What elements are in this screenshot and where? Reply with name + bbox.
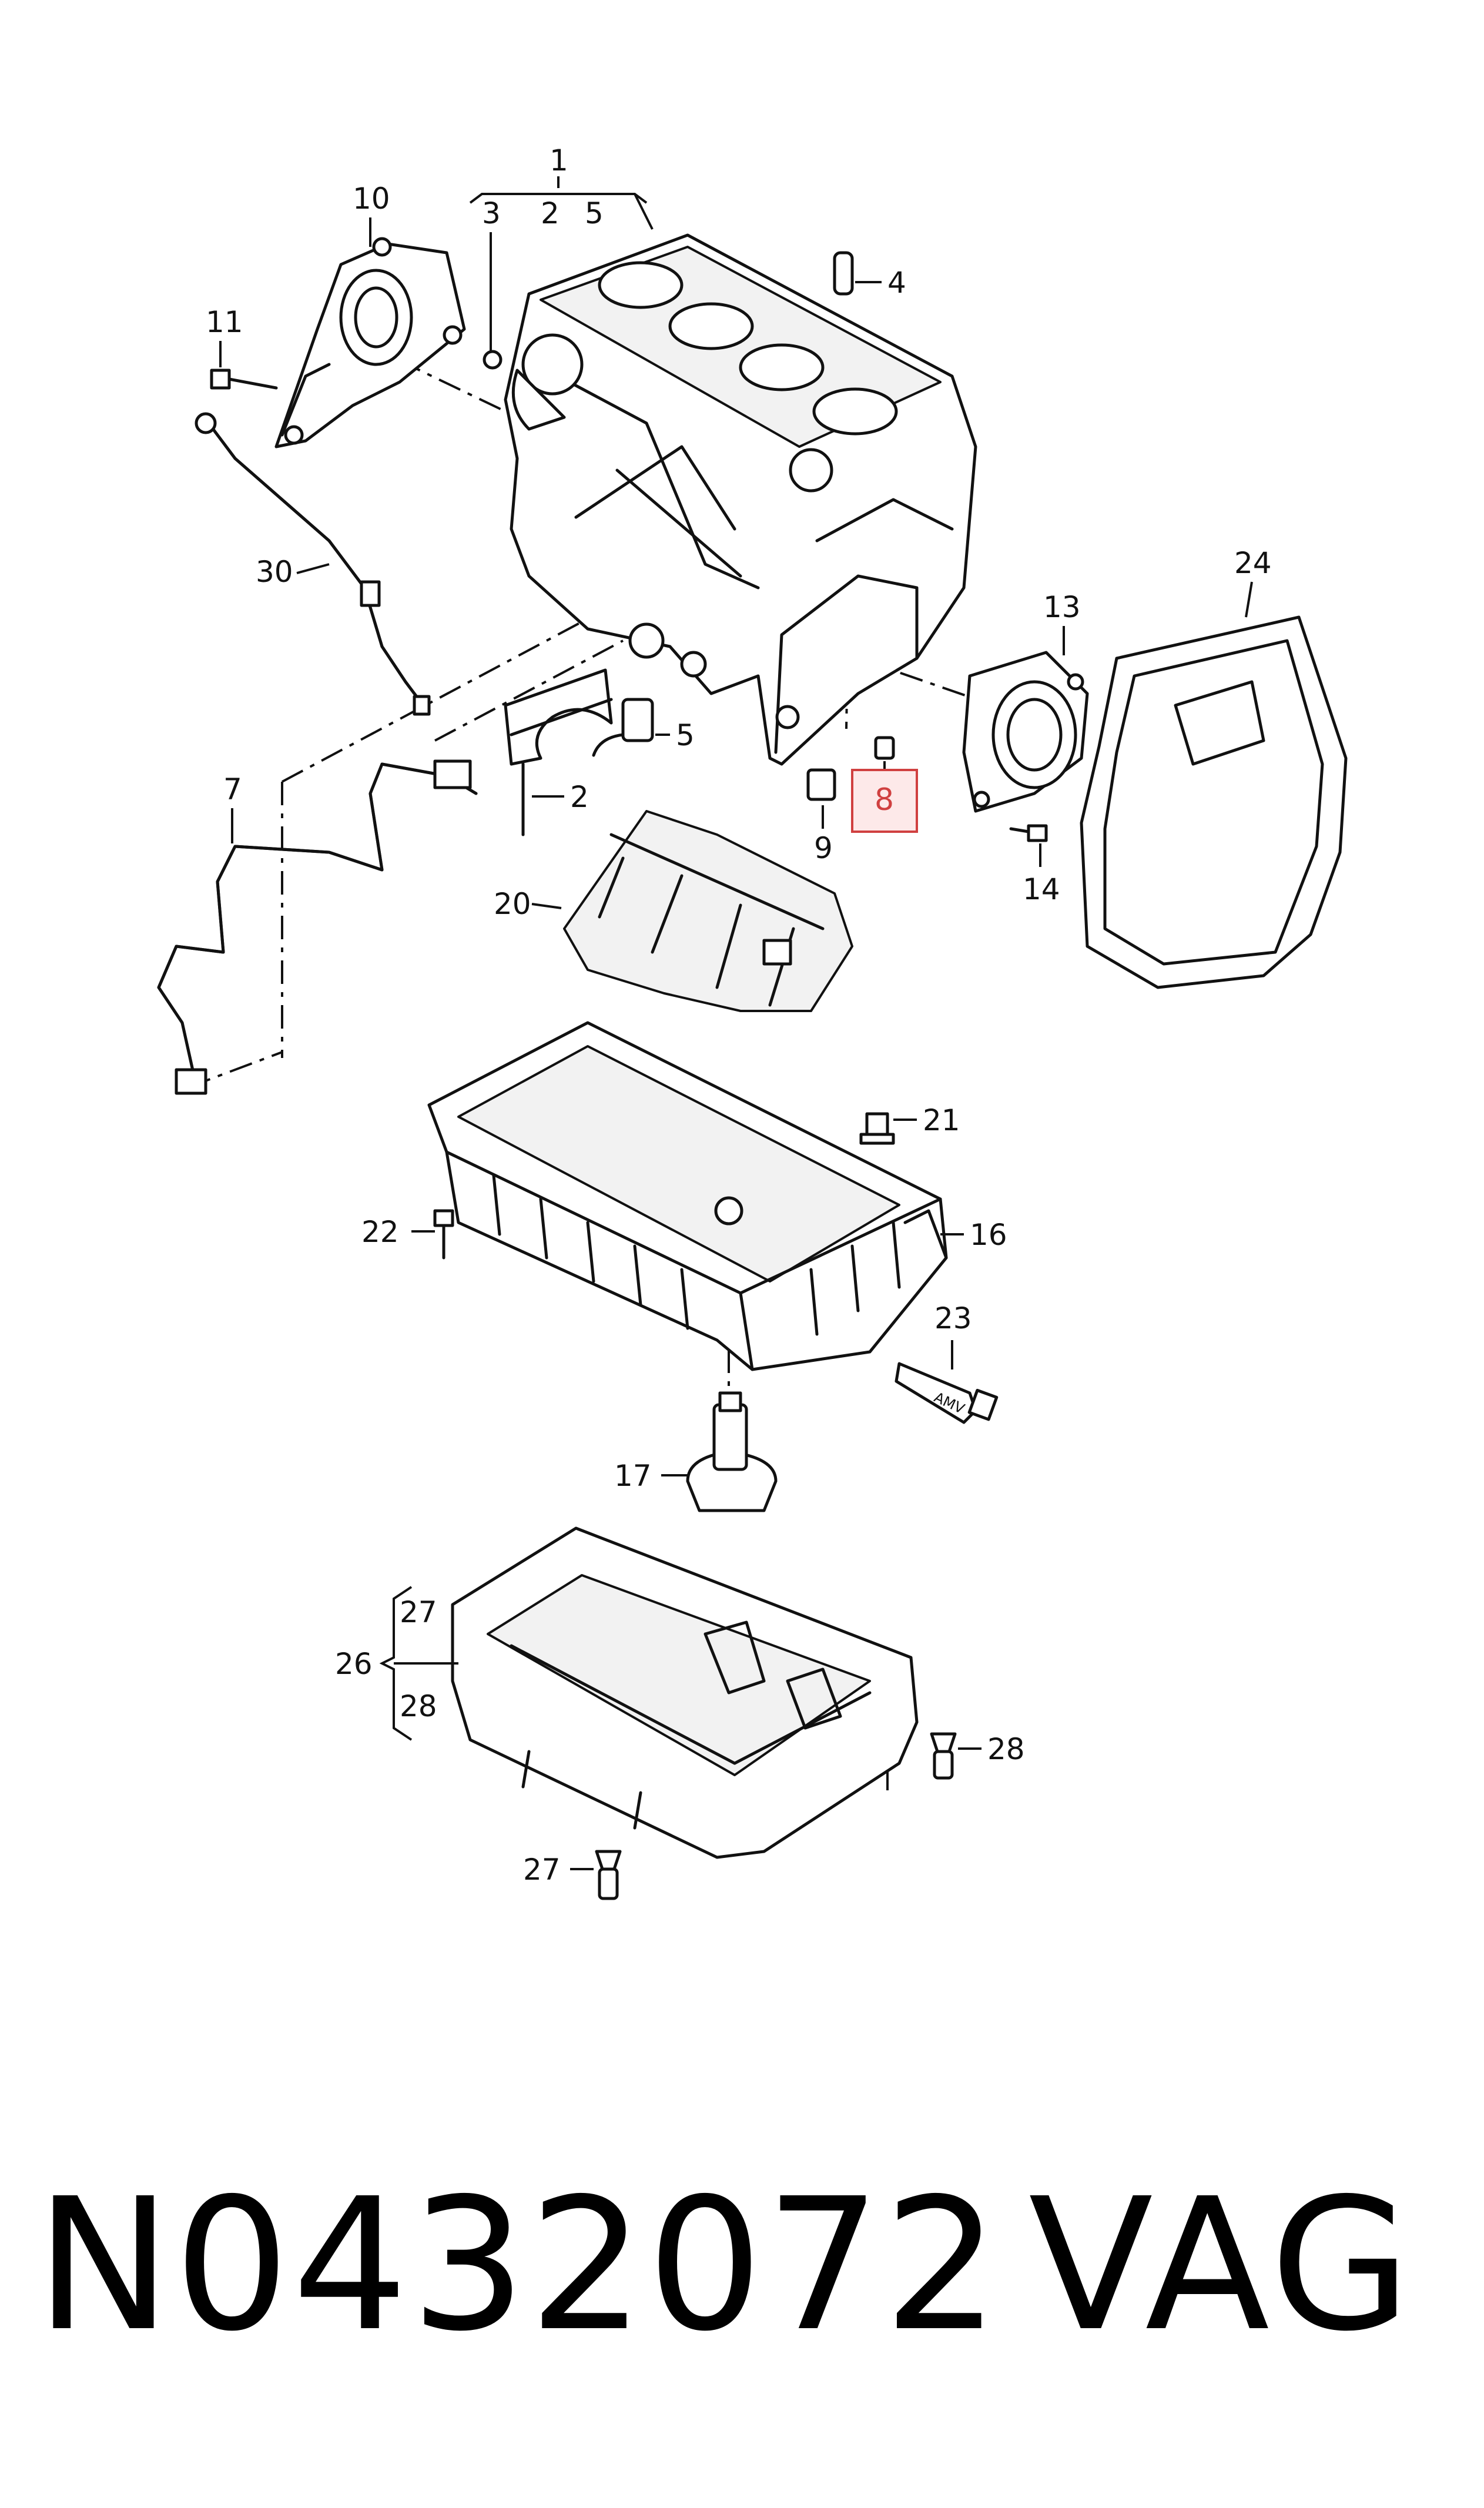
callout-5-group: 5 (585, 196, 604, 230)
bushing-9 (806, 768, 836, 801)
callout-24: 24 (1234, 546, 1272, 580)
dipstick-tube (195, 412, 431, 716)
callout-1-bracket (469, 176, 654, 230)
drain-plug-21 (859, 1112, 895, 1145)
clip-28 (930, 1732, 957, 1780)
callout-23: 23 (934, 1301, 972, 1335)
engine-block (504, 233, 977, 766)
callout-2-group: 2 (541, 196, 560, 230)
callout-17: 17 (614, 1459, 652, 1493)
front-seal-flange-13 (962, 651, 1089, 813)
brand-name: VAG (1029, 2159, 1415, 2372)
callout-22: 22 (361, 1215, 399, 1249)
callout-27-group: 27 (400, 1595, 437, 1629)
bolt-22 (433, 1209, 454, 1260)
oil-spray-nozzle-5 (592, 698, 654, 757)
callout-8: 8 (875, 782, 894, 818)
callout-20: 20 (494, 887, 531, 921)
gasket-24 (1080, 615, 1348, 989)
callout-4: 4 (887, 266, 906, 300)
callout-26-bracket (379, 1586, 458, 1741)
callout-7: 7 (223, 772, 242, 806)
callout-30: 30 (256, 555, 293, 589)
callout-16: 16 (970, 1218, 1007, 1252)
callout-11: 11 (206, 305, 243, 339)
small-bolt-3 (483, 350, 503, 370)
bolt-11 (210, 369, 278, 390)
callout-9: 9 (814, 831, 833, 865)
callout-28: 28 (987, 1732, 1025, 1766)
callout-13: 13 (1043, 590, 1081, 624)
callout-1: 1 (550, 143, 568, 178)
callout-3: 3 (482, 196, 501, 230)
bolt-14 (1009, 824, 1048, 842)
baffle-plate-20 (563, 810, 853, 1012)
callout-14: 14 (1023, 872, 1060, 906)
oil-level-sensor-17 (686, 1391, 778, 1512)
oil-pipe-7 (157, 759, 478, 1095)
pin-8 (874, 736, 895, 760)
part-number: N0432072 (35, 2159, 1002, 2372)
clip-27 (595, 1850, 622, 1900)
callout-21: 21 (923, 1103, 960, 1137)
callout-10: 10 (353, 182, 390, 216)
callout-28-group: 28 (400, 1689, 437, 1723)
rear-seal-flange (274, 237, 466, 448)
highlighted-callout-box (851, 769, 918, 833)
callout-26: 26 (335, 1647, 373, 1681)
bearing-cap-2 (504, 668, 613, 836)
lower-oil-pan-26 (451, 1526, 919, 1859)
callout-2: 2 (570, 780, 589, 814)
callout-5: 5 (676, 718, 695, 752)
upper-oil-pan-16 (427, 1021, 948, 1371)
dowel-4 (833, 251, 854, 296)
sealant-tube-23: AMV (895, 1362, 999, 1424)
callout-27: 27 (523, 1853, 561, 1887)
